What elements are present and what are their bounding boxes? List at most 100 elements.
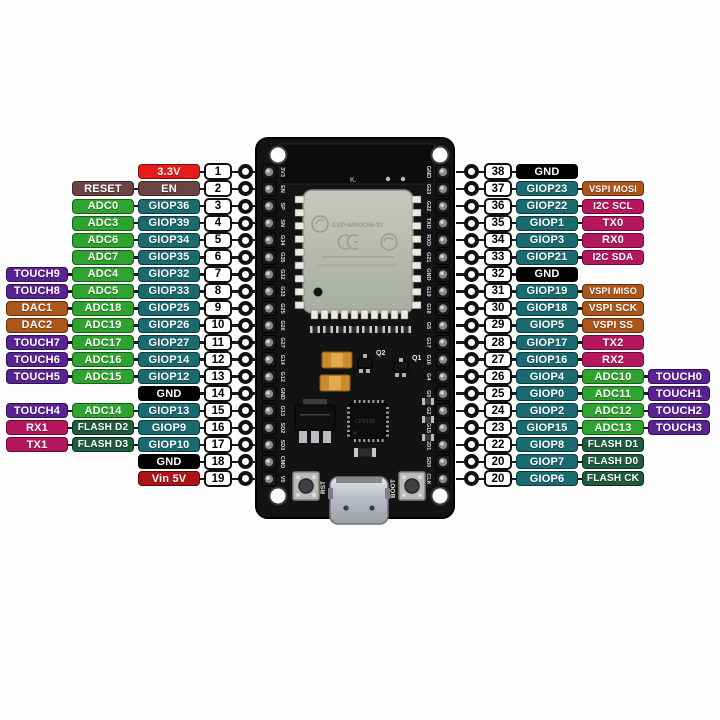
smd-part [353,447,377,458]
pin-number: 3 [204,197,232,215]
pin-label: VSPI MOSI [582,181,644,197]
usb-uart-chip: CP2102 [347,400,389,442]
pin-number: 10 [204,316,232,334]
pin-connector-line [18,307,256,310]
castellated-pad [294,248,305,257]
pin-hole-ring [238,454,253,470]
pin-hole-ring [464,198,479,214]
pin-label: FLASH D0 [582,454,644,470]
pin-hole-ring [238,266,253,282]
pin-label: GIOP5 [516,317,578,333]
pin-connector-line [18,375,256,378]
pin-label: GIOP21 [516,249,578,265]
castellated-pad [411,301,422,309]
pin-number: 32 [484,265,512,283]
board-silk-label: G25 [279,303,285,313]
pin-label: GIOP22 [516,198,578,214]
module-label: ESP-WROOM-32 [332,222,383,229]
board-silk-label: G13 [279,406,285,416]
pin-label: GIOP8 [516,437,578,453]
board-silk-label: G5 [425,322,431,329]
board-silk-label: GND [425,166,431,178]
pin-label: GIOP2 [516,403,578,419]
pin-label: GND [138,386,200,402]
pin-number: 23 [484,419,512,437]
board-silk-label: G14 [279,354,285,365]
board-silk-label: RXD [425,234,431,246]
pin-hole-ring [464,232,479,248]
pin-label: VSPI MISO [582,283,644,299]
board-silk-label: G15 [425,423,431,433]
pin-hole-ring [464,317,479,333]
pin-hole-ring [238,471,253,487]
pin-hole-ring [238,403,253,419]
rst-label: RST [320,481,327,494]
silkscreen-labels-left: 3V3ENSPSNG34G35G32G33G25G26G27G14G12GNDG… [279,167,285,482]
pin-hole-ring [238,317,253,333]
pin-label: GIOP18 [516,300,578,316]
mounting-hole-tr [430,145,450,165]
header-pins-right [435,164,451,487]
ce-mark [337,234,359,250]
board-silk-label: G32 [279,269,285,279]
pin-hole-ring [238,386,253,402]
castellated-pad [294,274,305,283]
pin-label: GIOP33 [138,283,200,299]
pin-number: 4 [204,214,232,232]
pin-number: 22 [484,436,512,454]
board-silk-label: SD0 [425,457,431,468]
pin-label: ADC17 [72,335,134,350]
pin-hole-ring [464,403,479,419]
esp-logo [311,215,329,233]
pin-number: 29 [484,316,512,334]
castellated-pad [294,208,305,217]
pin-label: ADC5 [72,283,134,299]
pin-label: I2C SDA [582,249,644,265]
pin-label: EN [138,181,200,197]
pin-connector-line [18,290,256,293]
pin-number: 34 [484,231,512,249]
castellated-pad [411,222,422,230]
pin-label: RX2 [582,352,644,368]
pin-number: 17 [204,436,232,454]
pin-number: 33 [484,248,512,266]
board-silk-label: G16 [425,354,431,364]
pin-label: TOUCH9 [6,266,68,282]
capacitor-2 [319,374,351,392]
pin-number: 15 [204,402,232,420]
board-silk-label: G4 [425,373,431,381]
pin-connector-line [18,426,256,430]
pin-connector-line [456,409,702,413]
pin-hole-ring [464,369,479,385]
smd-parts-column [421,397,435,442]
board-silk-label: G33 [279,286,285,296]
pin-number: 36 [484,197,512,215]
board-silk-label: G26 [279,320,285,330]
pin-number: 25 [484,385,512,403]
board-silk-label: G21 [425,252,431,262]
pin-connector-line [18,341,256,344]
pin-hole-ring [238,300,253,316]
pin-number: 26 [484,368,512,386]
pin-hole-ring [464,437,479,453]
pin-label: GND [138,454,200,470]
pin-number: 27 [484,351,512,369]
